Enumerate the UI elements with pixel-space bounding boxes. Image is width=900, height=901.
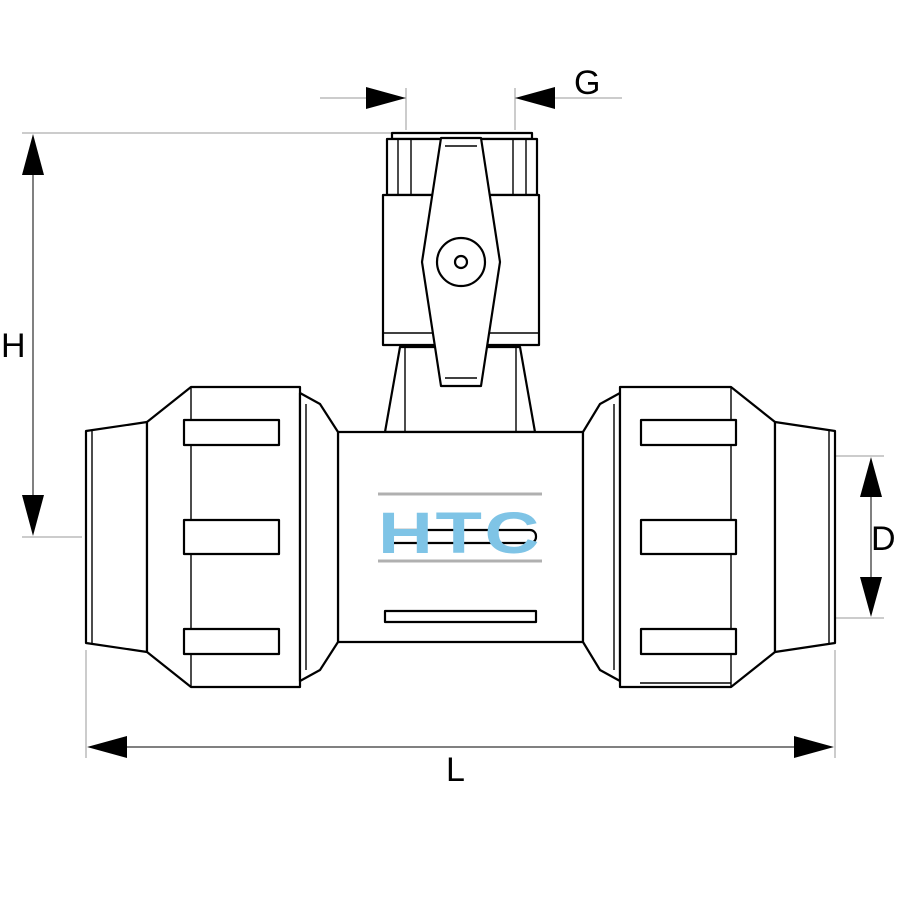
dimension-h: H — [1, 132, 392, 538]
dimension-g-label: G — [574, 64, 600, 102]
right-nut-lug-top — [639, 418, 738, 447]
dimension-h-arrow-top — [22, 134, 44, 175]
left-pipe-insert — [84, 420, 149, 654]
dimension-d-arrow-bottom — [860, 577, 882, 617]
dimension-d: D — [836, 455, 896, 619]
left-nut-lug-bottom — [182, 627, 281, 656]
body-rib-upper — [383, 528, 538, 545]
dimension-d-label: D — [871, 520, 896, 558]
htc-logo: HTC — [378, 492, 542, 566]
left-nut-lug-middle — [182, 518, 281, 556]
dimension-d-arrow-top — [860, 457, 882, 497]
dimension-h-label: H — [1, 327, 26, 365]
left-fitting — [84, 385, 340, 689]
dimension-l-arrow-left — [87, 736, 127, 758]
right-fitting — [581, 385, 837, 689]
right-nut-lug-bottom — [639, 627, 738, 656]
right-nut-lug-middle — [639, 518, 738, 556]
body-rib-lower — [383, 609, 538, 624]
dimension-g-arrow-right — [515, 87, 555, 109]
dimension-g-arrow-left — [366, 87, 406, 109]
left-collar — [298, 391, 340, 683]
dimension-h-arrow-bottom — [22, 495, 44, 536]
handle-screw — [453, 254, 469, 270]
left-nut-lug-top — [182, 418, 281, 447]
tee-body — [336, 430, 585, 644]
dimension-l-arrow-right — [794, 736, 834, 758]
valve-handle — [420, 136, 502, 388]
dimension-g: G — [320, 64, 622, 130]
dimension-l: L — [85, 650, 836, 789]
dimension-l-label: L — [446, 751, 465, 789]
right-pipe-insert — [773, 420, 837, 654]
logo-text: HTC — [378, 501, 542, 566]
